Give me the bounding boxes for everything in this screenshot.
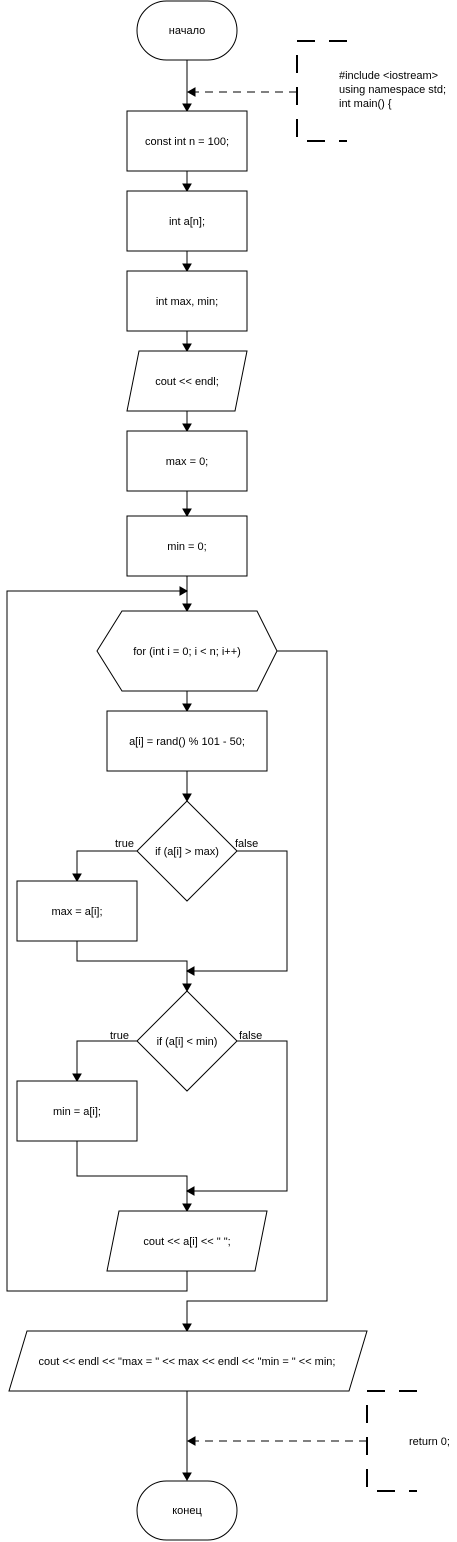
node-min-assign: min = a[i]; xyxy=(16,1080,138,1142)
node-array-decl: int a[n]; xyxy=(126,190,248,252)
arrowhead xyxy=(72,1073,82,1083)
arrowhead xyxy=(182,343,192,353)
end-terminator xyxy=(136,1480,238,1541)
process-box xyxy=(126,110,248,172)
arrowhead xyxy=(182,423,192,433)
decision-diamond xyxy=(136,990,238,1092)
node-text: cout << endl; xyxy=(155,376,219,388)
arrowhead xyxy=(182,508,192,518)
node-maxmin-decl: int max, min; xyxy=(126,270,248,332)
comment-top: #include <iostream> using namespace std;… xyxy=(296,40,446,142)
arrowhead xyxy=(186,1436,196,1446)
arrowhead xyxy=(72,873,82,883)
comment-top-line-3: int main() { xyxy=(339,98,392,110)
node-max-assign: max = a[i]; xyxy=(16,880,138,942)
io-parallelogram xyxy=(8,1330,368,1392)
arrowhead xyxy=(182,603,192,613)
edge-min-assign-down xyxy=(76,1141,188,1204)
node-rand-assign: a[i] = rand() % 101 - 50; xyxy=(106,710,268,772)
comment-bottom-text: return 0; xyxy=(409,1436,450,1448)
node-max-init: max = 0; xyxy=(126,430,248,492)
node-start: начало xyxy=(136,0,238,61)
node-text: const int n = 100; xyxy=(145,136,229,148)
node-text: if (a[i] < min) xyxy=(157,1036,218,1048)
process-box xyxy=(126,515,248,577)
arrowhead xyxy=(182,1203,192,1213)
node-text: max = a[i]; xyxy=(51,906,102,918)
branch-true-label: true xyxy=(115,838,134,850)
process-box xyxy=(106,710,268,772)
arrowhead xyxy=(182,103,192,113)
process-box xyxy=(16,880,138,942)
start-label: начало xyxy=(169,25,205,37)
node-end: конец xyxy=(136,1480,238,1541)
edge-if-min-false xyxy=(194,1040,288,1192)
branch-false-label: false xyxy=(235,838,258,850)
arrowhead xyxy=(185,966,195,976)
node-cout-endl: cout << endl; xyxy=(126,350,248,412)
node-text: for (int i = 0; i < n; i++) xyxy=(133,646,241,658)
end-label: конец xyxy=(172,1505,202,1517)
edge-if-max-true xyxy=(76,850,137,874)
process-box xyxy=(126,270,248,332)
node-text: min = a[i]; xyxy=(53,1106,101,1118)
branch-true-label: true xyxy=(110,1030,129,1042)
comment-bottom-bracket xyxy=(366,1390,417,1492)
arrowhead xyxy=(185,1186,195,1196)
node-if-min: if (a[i] < min) true false xyxy=(110,990,262,1092)
arrowhead xyxy=(182,703,192,713)
node-for-loop: for (int i = 0; i < n; i++) xyxy=(96,610,278,692)
node-text: cout << a[i] << " "; xyxy=(143,1236,230,1248)
node-cout-result: cout << endl << "max = " << max << endl … xyxy=(8,1330,368,1392)
node-text: if (a[i] > max) xyxy=(155,846,219,858)
node-text: int max, min; xyxy=(156,296,218,308)
edge-max-assign-down xyxy=(76,941,188,984)
connectors xyxy=(6,60,367,1482)
process-box xyxy=(16,1080,138,1142)
io-parallelogram xyxy=(106,1210,268,1272)
arrowhead xyxy=(182,1472,192,1482)
node-text: a[i] = rand() % 101 - 50; xyxy=(129,736,245,748)
arrowhead xyxy=(179,586,189,596)
node-const-n: const int n = 100; xyxy=(126,110,248,172)
comment-top-line-1: #include <iostream> xyxy=(339,70,438,82)
node-text: min = 0; xyxy=(167,541,206,553)
node-cout-elem: cout << a[i] << " "; xyxy=(106,1210,268,1272)
loop-hexagon xyxy=(96,610,278,692)
arrowhead xyxy=(186,87,196,97)
node-text: max = 0; xyxy=(166,456,209,468)
decision-diamond xyxy=(136,800,238,902)
arrowhead xyxy=(182,983,192,993)
comment-top-bracket xyxy=(296,40,347,142)
node-text: int a[n]; xyxy=(169,216,205,228)
arrowhead xyxy=(182,1323,192,1333)
process-box xyxy=(126,190,248,252)
process-box xyxy=(126,430,248,492)
arrowhead xyxy=(182,263,192,273)
node-if-max: if (a[i] > max) true false xyxy=(115,800,258,902)
io-parallelogram xyxy=(126,350,248,412)
node-min-init: min = 0; xyxy=(126,515,248,577)
node-text: cout << endl << "max = " << max << endl … xyxy=(39,1356,336,1368)
edge-loop-back xyxy=(6,590,188,1292)
arrowhead xyxy=(182,183,192,193)
edge-loop-exit xyxy=(186,650,328,1324)
arrowhead xyxy=(182,793,192,803)
comment-bottom: return 0; xyxy=(366,1390,450,1492)
comment-top-line-2: using namespace std; xyxy=(339,84,446,96)
edge-if-max-false xyxy=(194,850,288,972)
start-terminator xyxy=(136,0,238,61)
branch-false-label: false xyxy=(239,1030,262,1042)
edge-if-min-true xyxy=(76,1040,137,1074)
